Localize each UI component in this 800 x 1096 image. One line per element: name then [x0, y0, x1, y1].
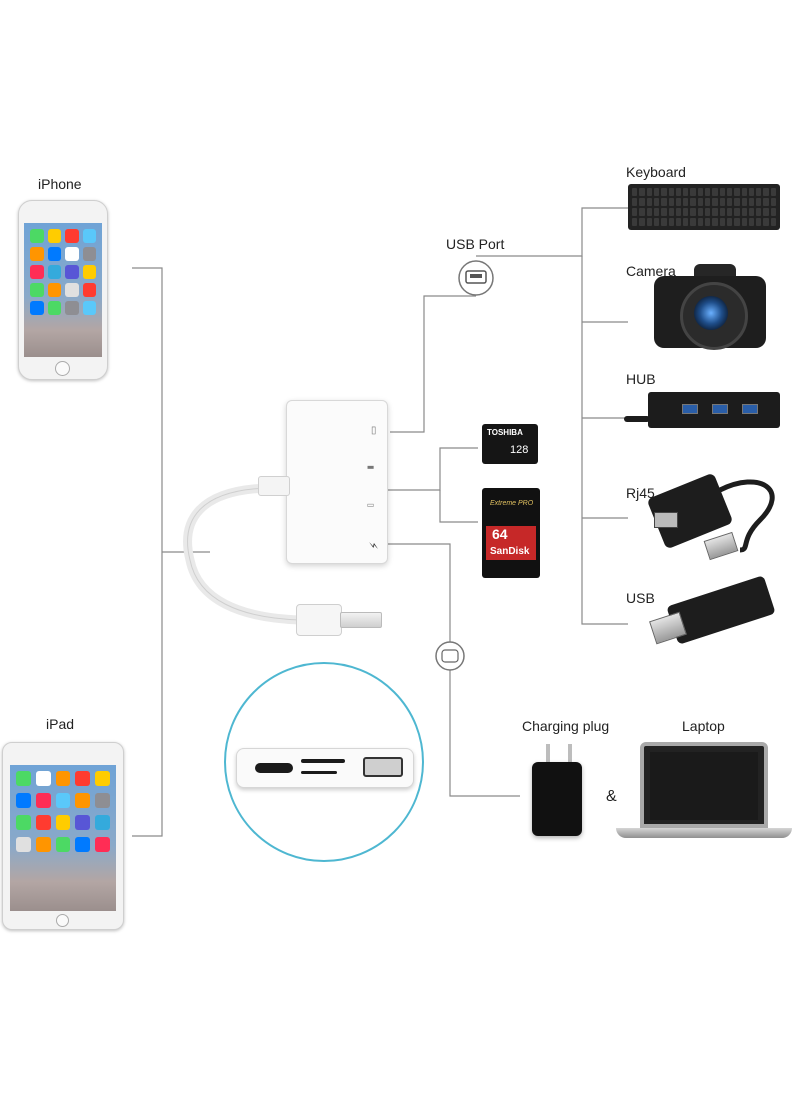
usb-port-label: USB Port	[446, 236, 504, 252]
ipad-image	[2, 742, 124, 930]
sd-slot-icon: ▮	[367, 465, 376, 469]
tf-slot-icon: ▯	[367, 503, 376, 507]
microsd-brand: TOSHIBA	[487, 428, 523, 437]
keyboard-image	[628, 184, 780, 230]
usb-port-line	[390, 296, 476, 432]
adapter-hub-image: ▭ ▮ ▯ ⚡	[286, 400, 388, 564]
microsd-card-image: TOSHIBA 128	[482, 424, 538, 464]
port-detail-circle	[224, 662, 424, 862]
camera-lens-glass	[694, 296, 728, 330]
iphone-home-button	[55, 361, 70, 376]
adapter-cable-boot	[258, 476, 290, 496]
microsd-line	[388, 448, 478, 490]
sd-line-text: Extreme PRO	[490, 500, 533, 507]
keyboard-label: Keyboard	[626, 164, 686, 180]
iphone-screen	[24, 223, 102, 357]
lightning-connector	[296, 604, 342, 636]
sd-capacity: 64	[492, 526, 508, 542]
laptop-base	[616, 828, 792, 838]
laptop-label: Laptop	[682, 718, 725, 734]
sd-slot	[301, 759, 345, 763]
laptop-screen	[650, 752, 758, 820]
hub-cable	[624, 416, 650, 422]
sd-line	[440, 490, 478, 522]
lightning-slot	[255, 763, 293, 773]
usb-trunk-line	[582, 256, 628, 624]
lightning-tip	[340, 612, 382, 628]
adapter-cable	[188, 488, 300, 620]
iphone-image	[18, 200, 108, 380]
rj45-port	[654, 512, 678, 528]
hub-image	[648, 392, 780, 428]
usb-port-icon: ▭	[368, 426, 379, 435]
iphone-label: iPhone	[38, 176, 82, 192]
usb-label: USB	[626, 590, 655, 606]
lightning-icon: ⚡	[366, 542, 379, 550]
port-detail-face	[236, 748, 414, 788]
ipad-screen	[10, 765, 116, 911]
microsd-capacity: 128	[510, 444, 528, 456]
sd-card-image: Extreme PRO 64 SanDisk	[482, 488, 540, 578]
and-label: &	[606, 788, 617, 806]
charging-plug-label: Charging plug	[522, 718, 609, 734]
usb-slot	[363, 757, 403, 777]
device-bracket-line	[132, 268, 162, 836]
sd-brand: SanDisk	[490, 546, 529, 557]
charge-port-badge	[436, 642, 464, 670]
tf-slot	[301, 771, 337, 774]
ipad-home-button	[56, 914, 69, 927]
ipad-label: iPad	[46, 716, 74, 732]
hub-label: HUB	[626, 371, 656, 387]
charging-plug-image	[532, 762, 582, 836]
